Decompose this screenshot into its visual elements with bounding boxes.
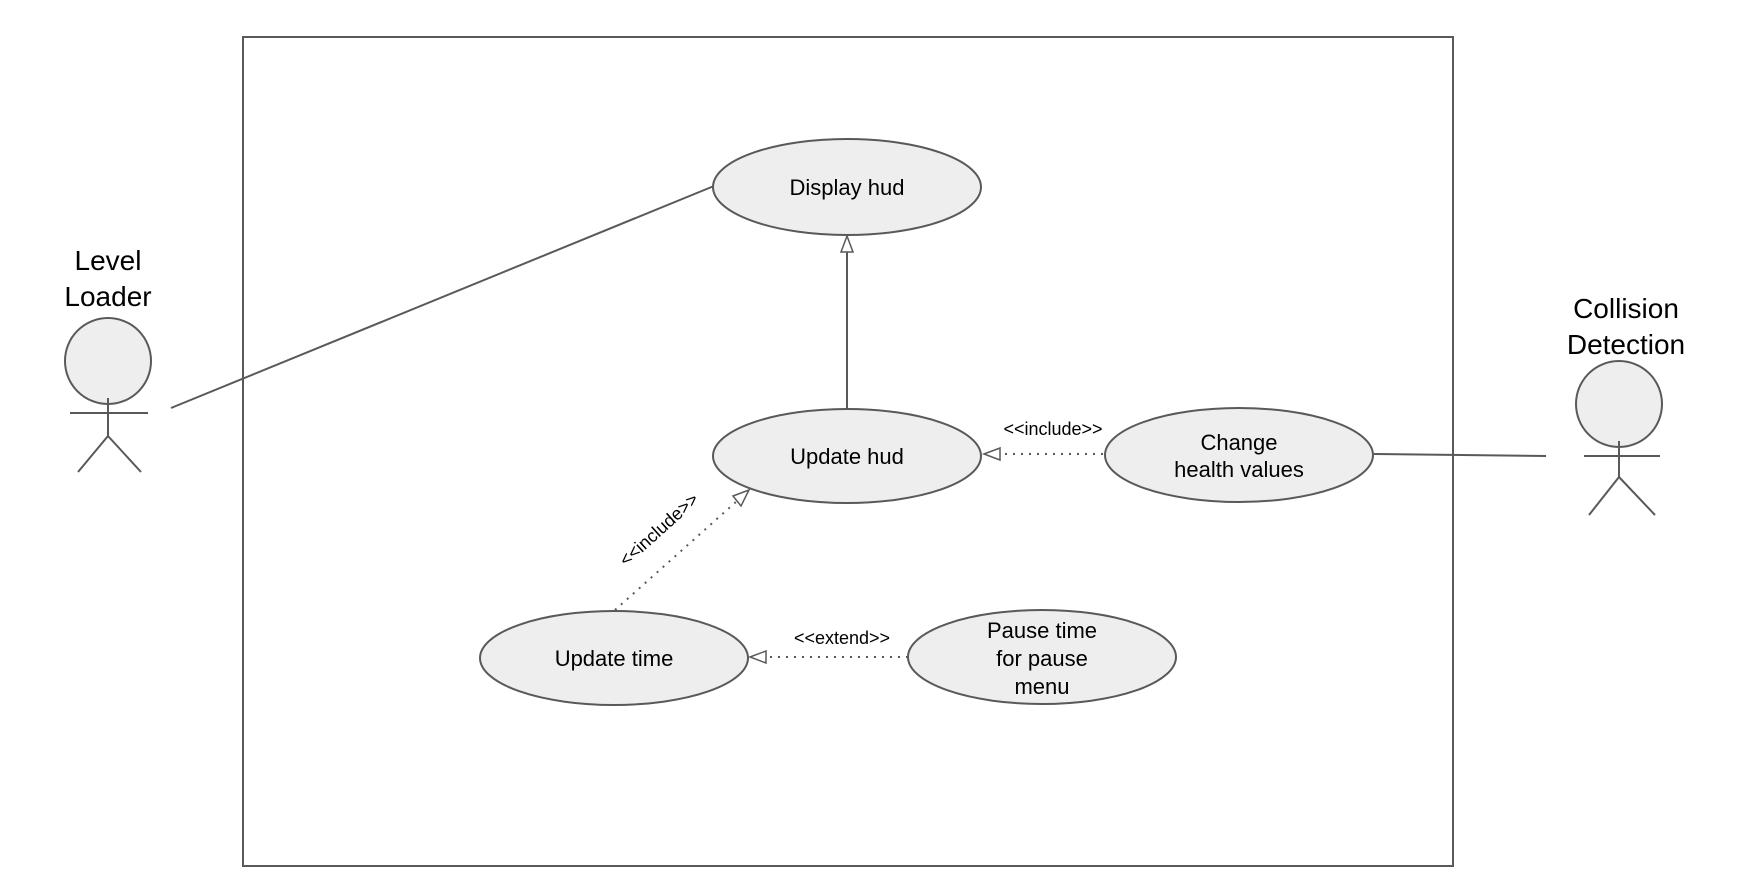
include-label-health: <<include>> bbox=[1003, 419, 1102, 439]
include-arrowhead-update-hud-left bbox=[731, 488, 751, 508]
actor-collision-detection-left-leg bbox=[1588, 476, 1620, 516]
use-case-update-time: Update time bbox=[479, 610, 749, 706]
use-case-display-hud-label: Display hud bbox=[790, 175, 905, 200]
actor-collision-detection-right-leg bbox=[1618, 476, 1656, 516]
use-case-pause-time: Pause time for pause menu bbox=[907, 609, 1177, 705]
actor-level-loader: Level Loader bbox=[64, 245, 152, 473]
use-case-change-health-line-1: Change bbox=[1200, 430, 1277, 455]
use-case-update-time-label: Update time bbox=[555, 646, 674, 671]
extend-label-pause: <<extend>> bbox=[794, 628, 890, 648]
actor-level-loader-right-leg bbox=[107, 435, 142, 473]
use-case-pause-time-line-1: Pause time bbox=[987, 618, 1097, 643]
actor-collision-detection-label-line-1: Collision bbox=[1573, 293, 1679, 324]
include-line-update-time-update-hud bbox=[614, 500, 738, 611]
actor-level-loader-label-line-1: Level bbox=[75, 245, 142, 276]
include-arrowhead-update-hud-right bbox=[981, 446, 1001, 462]
generalization-arrowhead bbox=[839, 233, 855, 253]
use-case-pause-time-line-2: for pause bbox=[996, 646, 1088, 671]
actor-collision-detection-label-line-2: Detection bbox=[1567, 329, 1685, 360]
association-change-health-collision-detection bbox=[1373, 453, 1547, 457]
include-label-time: <<include>> bbox=[615, 489, 702, 570]
use-case-pause-time-line-3: menu bbox=[1014, 674, 1069, 699]
system-boundary bbox=[242, 36, 1454, 867]
actor-level-loader-left-leg bbox=[77, 435, 109, 473]
actor-collision-detection: Collision Detection bbox=[1567, 293, 1685, 516]
actor-level-loader-label-line-2: Loader bbox=[64, 281, 151, 312]
use-case-display-hud: Display hud bbox=[712, 138, 982, 236]
actor-level-loader-head bbox=[64, 317, 152, 405]
extend-arrowhead-update-time bbox=[747, 649, 767, 665]
use-case-update-hud: Update hud bbox=[712, 408, 982, 504]
use-case-change-health-values: Change health values bbox=[1104, 407, 1374, 503]
association-level-loader-display-hud bbox=[170, 185, 715, 409]
use-case-change-health-line-2: health values bbox=[1174, 457, 1304, 482]
actor-collision-detection-head bbox=[1575, 360, 1663, 448]
use-case-update-hud-label: Update hud bbox=[790, 444, 904, 469]
